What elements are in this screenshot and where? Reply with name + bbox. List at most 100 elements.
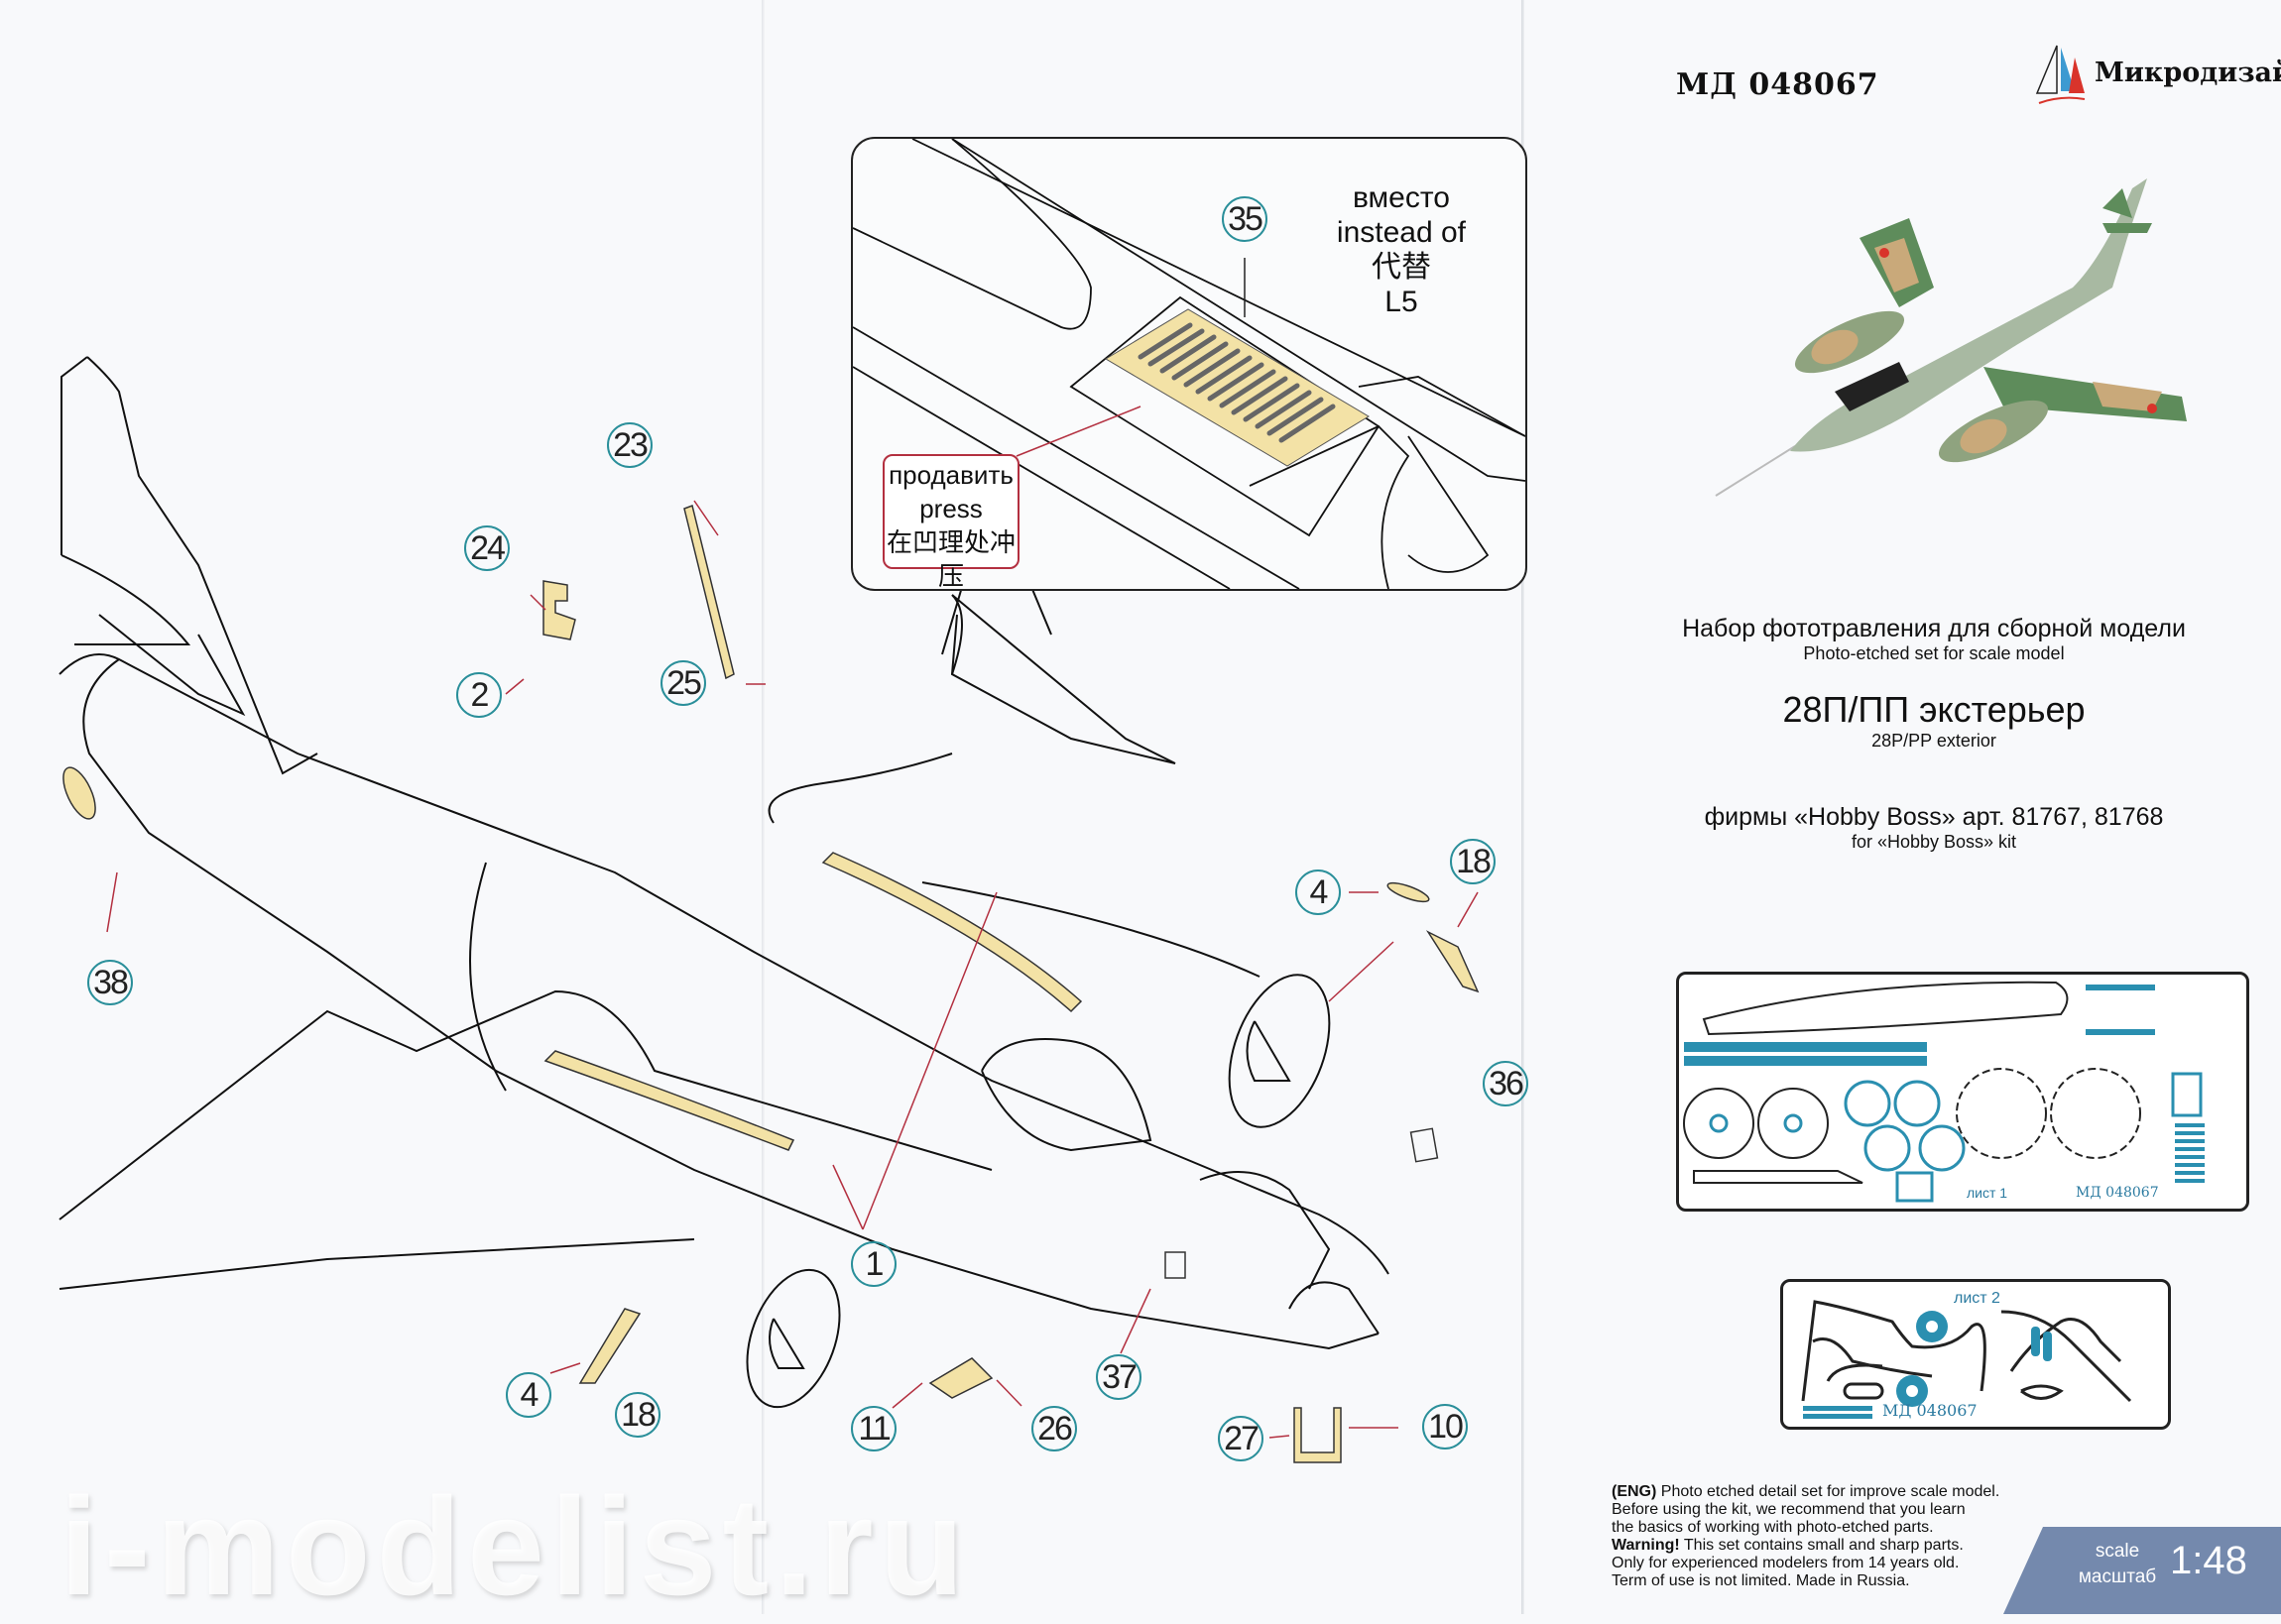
footer-line-5: Only for experienced modelers from 14 ye… (1612, 1555, 1960, 1571)
callout-23: 23 (607, 422, 653, 468)
callout-37: 37 (1096, 1354, 1141, 1400)
arrow-press (1016, 406, 1141, 457)
title-kit-en: for «Hobby Boss» kit (1851, 832, 2017, 852)
title-product-ru: 28П/ПП экстерьер (1782, 689, 2086, 730)
engine-nacelle-right (1228, 974, 1331, 1128)
title-set-en: Photo-etched set for scale model (1803, 643, 2065, 663)
arrow-1a (832, 1164, 864, 1230)
scale-label-en: scale (2095, 1541, 2140, 1562)
part-2-24-bracket (542, 580, 576, 640)
pe-sheet-1-parts (1683, 981, 2205, 1203)
press-zh: 在凹理处冲压 (886, 527, 1016, 591)
press-ru: продавить (889, 460, 1014, 490)
cockpit-canopy (981, 1038, 1152, 1152)
press-note: продавить press 在凹理处冲压 (883, 454, 1020, 589)
inset-note: вместо instead of 代替 L5 (1337, 180, 1466, 319)
title-kit: фирмы «Hobby Boss» арт. 81767, 81768 for… (1587, 803, 2281, 853)
wing-lower (59, 989, 993, 1220)
part-1-strip-lower (543, 1050, 795, 1151)
title-set: Набор фототравления для сборной модели P… (1587, 615, 2281, 664)
title-product: 28П/ПП экстерьер 28P/PP exterior (1587, 689, 2281, 752)
callout-18-left: 18 (615, 1392, 660, 1438)
wing-upper (950, 594, 1176, 764)
arrow-37 (1120, 1288, 1151, 1354)
article-code: МД 048067 (1676, 67, 1879, 102)
footer-line-3: the basics of working with photo-etched … (1612, 1519, 1934, 1536)
callout-2: 2 (456, 672, 502, 718)
arrow-23 (693, 500, 719, 536)
note-en: instead of (1336, 216, 1466, 249)
callout-24: 24 (464, 525, 510, 571)
callout-26: 26 (1031, 1406, 1077, 1451)
arrow-27 (1268, 1435, 1290, 1439)
footer-line-1: Photo etched detail set for improve scal… (1656, 1483, 2000, 1500)
footer-line-4: This set contains small and sharp parts. (1679, 1537, 1964, 1554)
detail-inset: 35 вместо instead of 代替 L5 продавить pre… (851, 137, 1527, 591)
callout-4-left: 4 (506, 1372, 551, 1418)
fold-line-left (762, 0, 765, 1614)
callout-35: 35 (1222, 196, 1267, 242)
part-18-fin-right (1425, 930, 1480, 993)
footer-line-2: Before using the kit, we recommend that … (1612, 1501, 1966, 1518)
brand-logo-icon (2035, 45, 2086, 104)
inset-drawing (853, 139, 1525, 589)
sheet-2-label: лист 2 (1954, 1290, 2000, 1307)
grille-part-35 (1016, 258, 1370, 467)
part-23-antenna (683, 505, 735, 680)
callout-18-right: 18 (1450, 839, 1496, 884)
note-ru: вместо (1352, 181, 1450, 214)
fuselage-lower (82, 658, 1380, 1350)
part-11-26-flap (928, 1357, 994, 1399)
callout-11: 11 (851, 1406, 897, 1451)
fold-line-right (1521, 0, 1524, 1614)
pe-parts-overlay (62, 500, 1480, 1463)
arrow-4-left (549, 1362, 581, 1374)
scale-badge (2003, 1527, 2281, 1614)
footer-description: (ENG) Photo etched detail set for improv… (1612, 1483, 1999, 1590)
arrow-2 (505, 678, 525, 695)
arrow-11 (892, 1382, 923, 1409)
title-kit-ru: фирмы «Hobby Boss» арт. 81767, 81768 (1704, 803, 2164, 831)
press-en: press (919, 494, 983, 523)
arrow-24 (530, 594, 546, 611)
pe-sheet-2-parts (1801, 1300, 2132, 1419)
fuselage-upper (59, 653, 1389, 1275)
note-part: L5 (1384, 286, 1418, 318)
note-zh: 代替 (1371, 251, 1431, 284)
part-27-10-comb (1293, 1407, 1342, 1463)
scale-label-ru: масштаб (2078, 1566, 2157, 1587)
arrow-1b (862, 891, 998, 1230)
sheet-2-code: МД 048067 (1882, 1401, 1978, 1420)
callout-10: 10 (1422, 1404, 1468, 1450)
arrow-18-right (1457, 891, 1479, 928)
warning-tag: Warning! (1612, 1537, 1680, 1554)
engine-nacelle-left (746, 1268, 841, 1409)
sheet-1-label: лист 1 (1967, 1185, 2008, 1201)
arrow-to-engine (1328, 941, 1394, 1002)
scale-labels: scale масштаб (2073, 1539, 2162, 1590)
sheet-1-code: МД 048067 (2076, 1185, 2159, 1201)
scale-value: 1:48 (2170, 1539, 2247, 1582)
callout-36: 36 (1483, 1061, 1528, 1106)
title-set-ru: Набор фототравления для сборной модели (1682, 615, 2186, 642)
callout-25: 25 (660, 660, 706, 706)
eng-tag: (ENG) (1612, 1483, 1657, 1500)
callout-38: 38 (87, 960, 133, 1005)
footer-line-6: Term of use is not limited. Made in Russ… (1612, 1572, 1910, 1589)
pe-sheet-1: лист 1 МД 048067 (1676, 972, 2249, 1212)
arrow-38 (106, 871, 118, 933)
part-36-frame (1409, 1127, 1439, 1163)
brand-name: Микродизайн (2095, 58, 2281, 88)
part-37-frame (1164, 1251, 1186, 1279)
pe-sheet-2: лист 2 МД 048067 (1780, 1279, 2171, 1430)
part-38-ring (62, 766, 96, 820)
callout-27: 27 (1218, 1416, 1263, 1461)
part-4-disc (1386, 881, 1430, 903)
title-product-en: 28P/PP exterior (1871, 731, 1996, 751)
tail-fin (60, 356, 318, 775)
arrow-26 (996, 1379, 1022, 1407)
callout-4-right: 4 (1295, 870, 1341, 915)
aircraft-model-photo (1715, 178, 2187, 497)
aircraft-line-drawing (59, 356, 1389, 1409)
watermark: i-modelist.ru (60, 1468, 971, 1624)
